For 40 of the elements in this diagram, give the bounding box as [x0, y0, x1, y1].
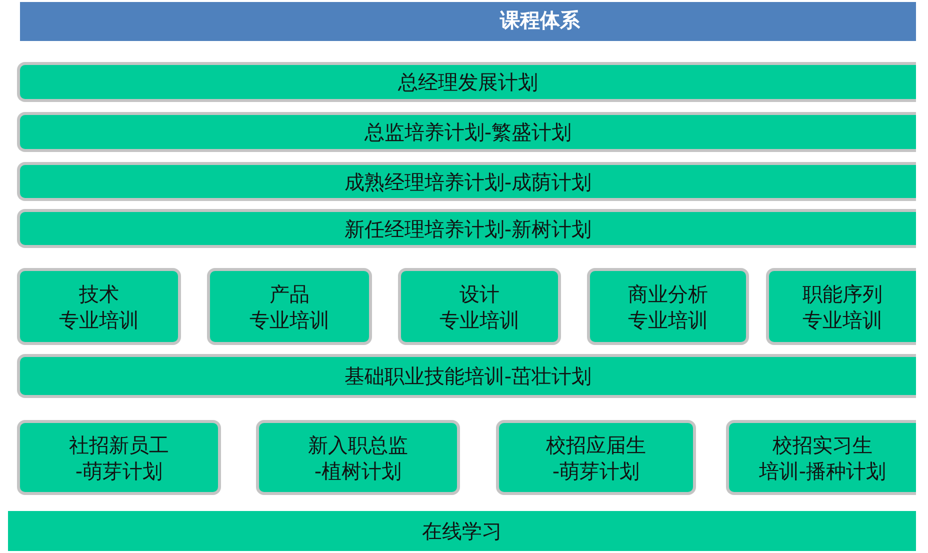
node-label: 专业培训: [59, 306, 139, 332]
layer-bar: [17, 354, 916, 398]
node-label: 社招新员工: [69, 432, 169, 458]
node-label: 专业培训: [250, 306, 330, 332]
layer-bar: [17, 62, 916, 102]
program-card: [726, 420, 916, 495]
node-label: -萌芽计划: [75, 458, 163, 484]
program-card: [496, 420, 696, 495]
layer-bar: [17, 209, 916, 248]
program-card: [256, 420, 460, 495]
program-card: [207, 268, 372, 345]
node-label: 专业培训: [440, 306, 520, 332]
node-label: 专业培训: [802, 306, 882, 332]
program-card: [587, 268, 749, 345]
node-label: 商业分析: [628, 280, 708, 306]
node-label: -萌芽计划: [552, 458, 640, 484]
layer-band: [8, 511, 916, 551]
node-label: -植树计划: [314, 458, 402, 484]
node-label: 新入职总监: [308, 432, 408, 458]
node-label: 技术: [79, 280, 119, 306]
node-label: 成熟经理培养计划-成荫计划: [344, 168, 592, 194]
program-card: [17, 420, 221, 495]
program-card: [766, 268, 916, 345]
node-label: 总监培养计划-繁盛计划: [364, 119, 572, 145]
program-card: [17, 268, 181, 345]
program-card: [398, 268, 561, 345]
node-label: 职能序列: [802, 280, 882, 306]
title: 课程体系: [500, 8, 580, 32]
node-label: 设计: [460, 280, 500, 306]
node-label: 新任经理培养计划-新树计划: [344, 216, 592, 242]
layer-bar: [17, 112, 916, 152]
node-label: 在线学习: [422, 518, 502, 544]
node-label: 校招实习生: [772, 432, 872, 458]
node-label: 产品: [270, 280, 310, 306]
node-label: 专业培训: [628, 306, 708, 332]
node-label: 基础职业技能培训-茁壮计划: [344, 363, 592, 389]
layer-bar: [17, 162, 916, 201]
node-label: 校招应届生: [546, 432, 646, 458]
node-label: 培训-播种计划: [758, 458, 886, 484]
node-label: 总经理发展计划: [398, 69, 538, 95]
